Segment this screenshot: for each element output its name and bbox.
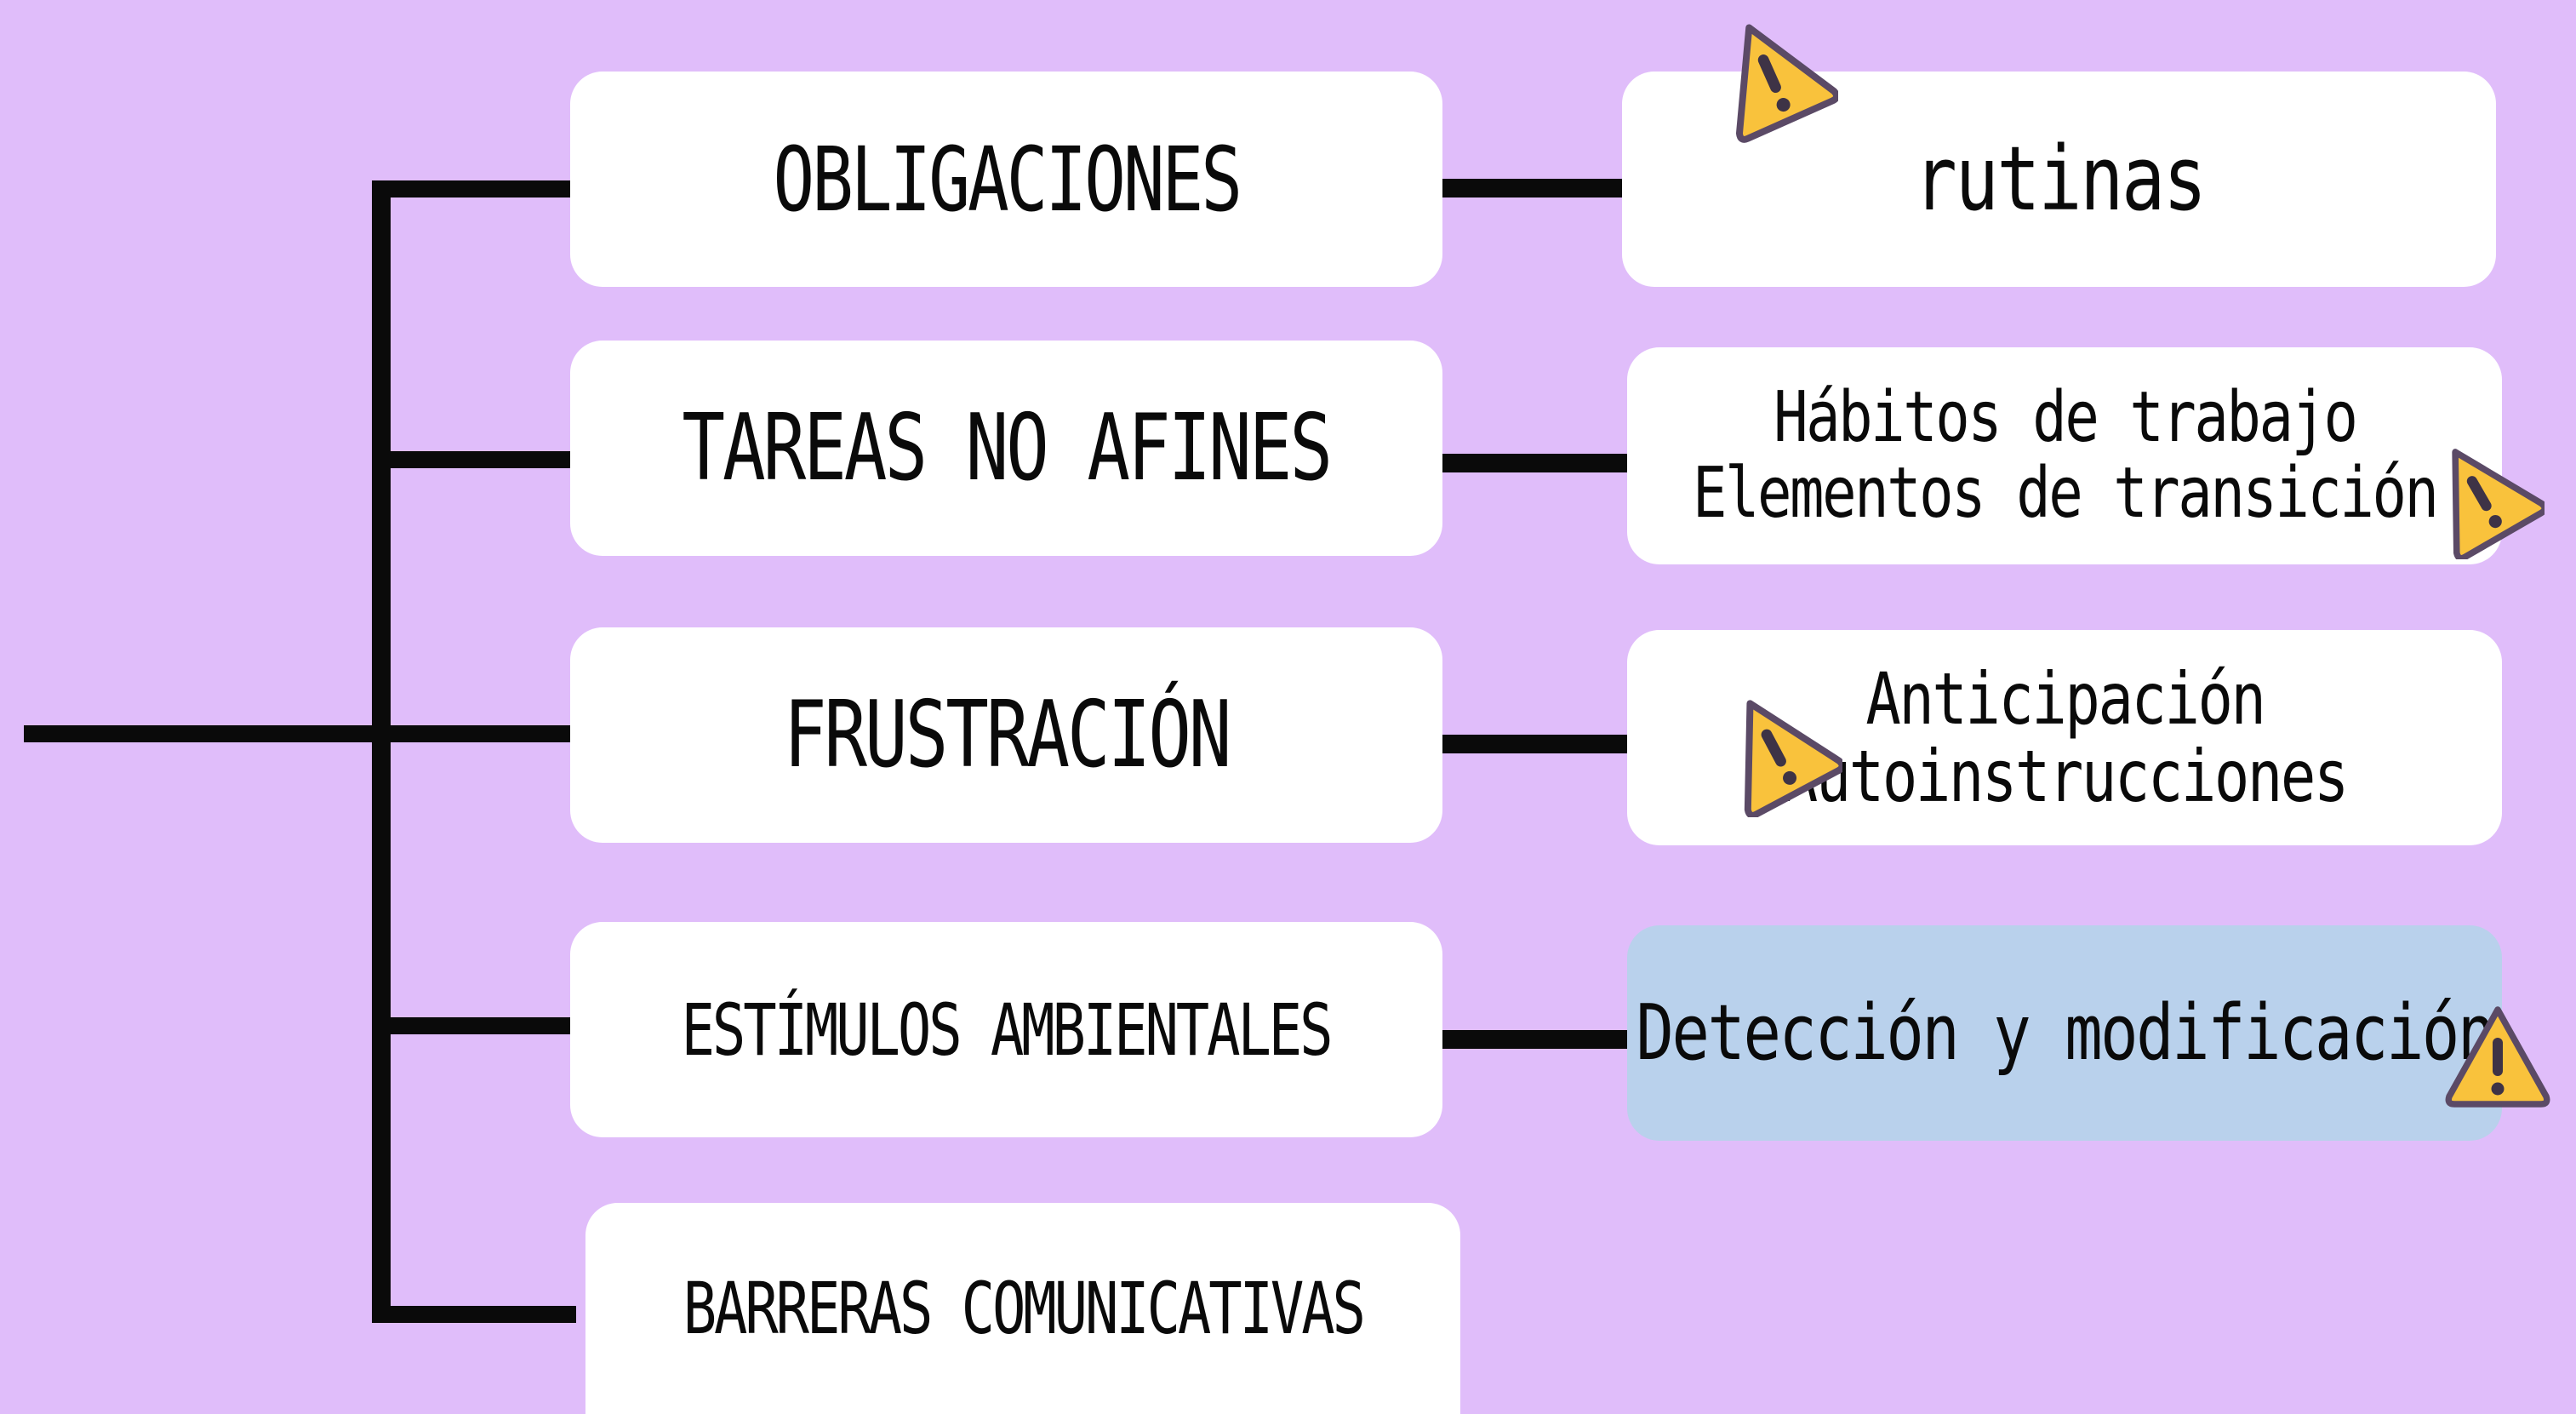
node-deteccion-modificacion: Detección y modificación xyxy=(1627,925,2502,1141)
node-line: Hábitos de trabajo xyxy=(1773,376,2358,458)
link-line-2 xyxy=(1438,454,1630,472)
node-habitos-elementos: Hábitos de trabajo Elementos de transici… xyxy=(1627,347,2502,564)
node-line: Anticipación xyxy=(1865,656,2266,741)
node-barreras-comunicativas: BARRERAS COMUNICATIVAS xyxy=(585,1203,1460,1414)
node-rutinas: rutinas xyxy=(1622,72,2496,287)
link-line-1 xyxy=(1438,179,1625,198)
node-label: OBLIGACIONES xyxy=(773,127,1242,232)
node-line: Autoinstrucciones xyxy=(1782,734,2349,818)
node-label: TAREAS NO AFINES xyxy=(682,395,1334,501)
node-line: Elementos de transición xyxy=(1692,452,2439,534)
node-label: FRUSTRACIÓN xyxy=(783,682,1232,788)
branch-line-5 xyxy=(372,1306,576,1323)
node-tareas-no-afines: TAREAS NO AFINES xyxy=(570,341,1442,556)
warning-icon xyxy=(1744,700,1842,817)
branch-line-1 xyxy=(372,180,572,198)
node-line: rutinas xyxy=(1913,127,2207,232)
branch-line-4 xyxy=(372,1017,572,1034)
root-connector-line xyxy=(24,725,381,742)
node-line: Detección y modificación xyxy=(1636,988,2495,1078)
branch-line-3 xyxy=(372,725,572,742)
node-label: ESTÍMULOS AMBIENTALES xyxy=(682,988,1334,1072)
node-frustracion: FRUSTRACIÓN xyxy=(570,627,1442,843)
node-estimulos-ambientales: ESTÍMULOS AMBIENTALES xyxy=(570,922,1442,1137)
link-line-4 xyxy=(1438,1030,1630,1049)
node-anticipacion-autoinstrucciones: Anticipación Autoinstrucciones xyxy=(1627,630,2502,845)
warning-icon xyxy=(1735,24,1838,143)
vertical-trunk-line xyxy=(372,180,391,1323)
link-line-3 xyxy=(1438,735,1630,753)
node-obligaciones: OBLIGACIONES xyxy=(570,72,1442,287)
node-label: BARRERAS COMUNICATIVAS xyxy=(683,1267,1365,1350)
branch-line-2 xyxy=(372,451,572,468)
warning-icon xyxy=(2445,1006,2550,1108)
warning-icon xyxy=(2452,449,2545,559)
